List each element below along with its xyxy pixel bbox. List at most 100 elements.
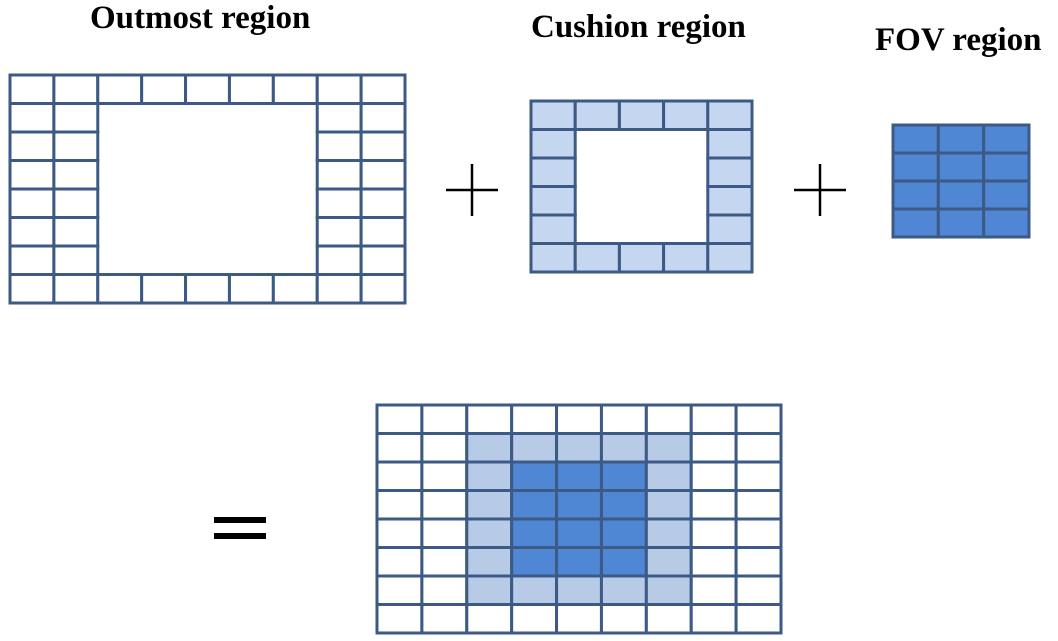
combined-region-grid: [375, 403, 783, 635]
outmost-cell: [96, 73, 144, 105]
cushion-cell: [617, 242, 666, 274]
combined-cell: [555, 489, 603, 521]
outmost-cell: [359, 73, 407, 105]
fov-cell: [982, 151, 1031, 183]
combined-cell: [689, 603, 738, 635]
outmost-cell: [52, 273, 100, 305]
fov-cell: [891, 179, 940, 211]
outmost-cell: [271, 273, 319, 305]
combined-cell: [689, 489, 738, 521]
cushion-cell: [529, 128, 577, 160]
combined-cell: [555, 517, 603, 549]
combined-cell: [420, 603, 469, 635]
combined-cell: [599, 603, 648, 635]
cushion-cell: [662, 242, 710, 274]
outmost-cell: [8, 102, 56, 134]
fov-region-grid: [891, 123, 1031, 239]
combined-cell: [465, 460, 514, 492]
outmost-cell: [52, 73, 100, 105]
outmost-cell: [52, 159, 100, 191]
combined-cell: [420, 574, 469, 606]
cushion-cell: [573, 242, 621, 274]
outmost-cell: [8, 187, 56, 219]
combined-cell: [644, 432, 693, 464]
fov-cell: [982, 207, 1031, 239]
combined-cell: [510, 460, 559, 492]
combined-cell: [510, 517, 559, 549]
outmost-cell: [8, 159, 56, 191]
combined-cell: [375, 403, 424, 435]
combined-cell: [465, 489, 514, 521]
outmost-cell: [52, 130, 100, 162]
combined-cell: [465, 403, 514, 435]
combined-cell: [510, 603, 559, 635]
cushion-cell: [529, 242, 577, 274]
combined-cell: [599, 574, 648, 606]
combined-cell: [689, 546, 738, 578]
outmost-cell: [8, 216, 56, 248]
cushion-cell: [529, 99, 577, 131]
combined-cell: [465, 603, 514, 635]
outmost-cell: [8, 130, 56, 162]
outmost-cell: [184, 73, 231, 105]
outmost-cell: [227, 73, 275, 105]
outmost-cell: [315, 273, 363, 305]
cushion-cell: [617, 99, 666, 131]
combined-cell: [599, 403, 648, 435]
combined-cell: [599, 489, 648, 521]
fov-cell: [891, 151, 940, 183]
combined-cell: [734, 432, 783, 464]
fov-region-label: FOV region: [875, 22, 1042, 58]
cushion-cell: [529, 185, 577, 217]
outmost-cell: [315, 187, 363, 219]
outmost-cell: [52, 216, 100, 248]
plus-operator: [446, 164, 498, 216]
combined-cell: [734, 460, 783, 492]
cushion-cell: [706, 128, 754, 160]
combined-cell: [689, 403, 738, 435]
outmost-cell: [315, 130, 363, 162]
cushion-cell: [573, 99, 621, 131]
outmost-cell: [359, 159, 407, 191]
combined-cell: [734, 546, 783, 578]
combined-cell: [644, 574, 693, 606]
outmost-cell: [271, 73, 319, 105]
combined-cell: [689, 432, 738, 464]
outmost-cell: [359, 130, 407, 162]
combined-cell: [555, 403, 603, 435]
outmost-cell: [8, 73, 56, 105]
outmost-cell: [140, 73, 188, 105]
outmost-cell: [52, 187, 100, 219]
combined-cell: [734, 574, 783, 606]
combined-cell: [375, 546, 424, 578]
combined-cell: [555, 432, 603, 464]
combined-cell: [420, 517, 469, 549]
cushion-region-label: Cushion region: [531, 9, 746, 45]
combined-cell: [375, 489, 424, 521]
combined-cell: [420, 460, 469, 492]
fov-cell: [982, 123, 1031, 155]
outmost-cell: [359, 102, 407, 134]
fov-cell: [936, 179, 986, 211]
combined-cell: [375, 574, 424, 606]
fov-cell: [891, 123, 940, 155]
combined-cell: [465, 546, 514, 578]
combined-cell: [644, 603, 693, 635]
combined-cell: [644, 403, 693, 435]
outmost-cell: [52, 102, 100, 134]
combined-cell: [555, 603, 603, 635]
combined-cell: [555, 460, 603, 492]
combined-cell: [555, 574, 603, 606]
combined-cell: [734, 603, 783, 635]
combined-cell: [375, 460, 424, 492]
combined-cell: [599, 546, 648, 578]
outmost-cell: [315, 102, 363, 134]
combined-cell: [689, 460, 738, 492]
outmost-cell: [8, 244, 56, 276]
outmost-cell: [315, 159, 363, 191]
outmost-region-grid: [8, 73, 407, 305]
combined-cell: [555, 546, 603, 578]
combined-cell: [644, 489, 693, 521]
outmost-cell: [315, 73, 363, 105]
combined-cell: [465, 432, 514, 464]
